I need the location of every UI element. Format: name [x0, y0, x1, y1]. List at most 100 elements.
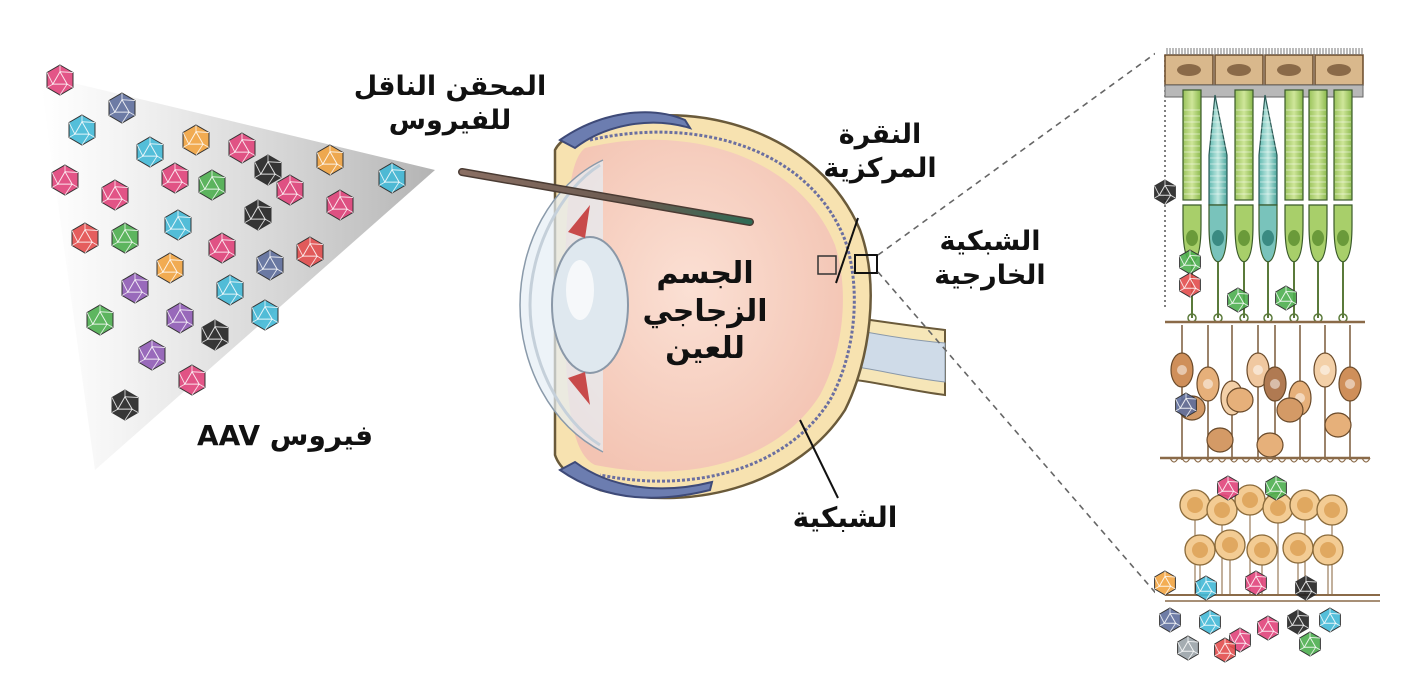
zoom-line-top	[877, 49, 1161, 256]
aav-virus-icon	[1175, 392, 1197, 418]
aav-virus-icon	[296, 236, 324, 268]
aav-virus-icon	[1319, 607, 1341, 633]
aav-label: فيروس AAV	[190, 418, 380, 453]
ganglion-cell	[1234, 484, 1266, 595]
amacrine-cell	[1206, 427, 1234, 453]
aav-virus-icon	[201, 319, 229, 351]
aav-virus-icon	[1214, 637, 1236, 663]
aav-virus-icon	[228, 132, 256, 164]
outer-retina-detail	[1154, 40, 1385, 663]
amacrine-cell	[1226, 387, 1254, 413]
zoom-line-bottom	[877, 271, 1161, 599]
aav-virus-icon	[1177, 635, 1199, 661]
outer-retina-label-line1: الشبكية	[939, 226, 1041, 257]
eye-cross-section	[519, 111, 946, 500]
vitreous-label-line3: للعين	[665, 331, 745, 366]
aav-virus-icon	[216, 274, 244, 306]
aav-virus-icon	[46, 64, 74, 96]
vitreous-label-line2: الزجاجي	[642, 293, 768, 329]
aav-virus-icon	[178, 364, 206, 396]
ganglion-cell	[1282, 532, 1314, 595]
aav-virus-icon	[182, 124, 210, 156]
retina-leader	[799, 419, 839, 499]
aav-label-text: فيروس AAV	[196, 419, 374, 452]
aav-virus-icon	[111, 222, 139, 254]
aav-virus-icon	[161, 162, 189, 194]
retina-label: الشبكية	[775, 500, 915, 535]
aav-virus-icon	[1287, 609, 1309, 635]
ciliary-body-lower	[568, 372, 590, 405]
aav-virus-icon	[138, 339, 166, 371]
ganglion-cell	[1206, 494, 1238, 595]
rod-cell	[1234, 89, 1254, 323]
aav-virus-icon	[1227, 287, 1249, 313]
rpe-cell	[1314, 54, 1364, 86]
ganglion-cell	[1184, 534, 1216, 595]
amacrine-cell	[1276, 397, 1304, 423]
aav-virus-icon	[51, 164, 79, 196]
aav-virus-icon	[71, 222, 99, 254]
syringe-label-line1: المحقن الناقل	[353, 71, 547, 102]
aav-virus-icon	[111, 389, 139, 421]
aav-virus-icon	[164, 209, 192, 241]
syringe-label-line2: للفيروس	[388, 104, 512, 136]
bipolar-cell	[1338, 325, 1362, 460]
aav-virus-icon	[156, 252, 184, 284]
aav-virus-icon	[1154, 179, 1176, 205]
fovea-label-line2: المركزية	[823, 152, 937, 184]
aav-virus-icon	[68, 114, 96, 146]
fovea-label-line1: النقرة	[838, 119, 922, 150]
aav-virus-icon	[1154, 570, 1176, 596]
ganglion-cell	[1214, 529, 1246, 595]
bipolar-cell	[1313, 325, 1337, 460]
upper-eyelid	[558, 111, 693, 150]
aav-virus-icon	[208, 232, 236, 264]
aav-virus-icon	[1159, 607, 1181, 633]
aav-virus-icon	[1257, 615, 1279, 641]
rod-cell	[1284, 89, 1304, 323]
aav-virus-icon	[244, 199, 272, 231]
fovea-label: النقرة المركزية	[820, 118, 940, 186]
ganglion-cell	[1312, 534, 1344, 595]
retina-label-text: الشبكية	[792, 501, 898, 534]
aav-virus-icon	[1217, 475, 1239, 501]
aav-virus-icon	[326, 189, 354, 221]
aav-virus-icon	[86, 304, 114, 336]
injection-needle	[458, 168, 754, 226]
amacrine-cell	[1256, 432, 1284, 458]
aav-virus-icon	[256, 249, 284, 281]
aav-virus-icon	[276, 174, 304, 206]
vitreous-body	[565, 139, 843, 472]
aav-virus-icon	[198, 169, 226, 201]
aav-virus-icon	[108, 92, 136, 124]
ganglion-cell	[1262, 492, 1294, 595]
vitreous-label: الجسم الزجاجي للعين	[630, 255, 780, 368]
aav-virus-icon	[254, 154, 282, 186]
bipolar-cell	[1170, 325, 1194, 460]
cone-cell	[1208, 94, 1228, 323]
aav-virus-icon	[1199, 609, 1221, 635]
bipolar-cell	[1263, 325, 1287, 460]
outer-retina-label-line2: الخارجية	[934, 259, 1046, 291]
aav-virus-icon	[1245, 570, 1267, 596]
aav-virus-icon	[1179, 249, 1201, 275]
aav-virus-icon	[101, 179, 129, 211]
fovea-box-small	[817, 255, 837, 275]
aav-virus-icon	[136, 136, 164, 168]
amacrine-cell	[1324, 412, 1352, 438]
syringe-label: المحقن الناقل للفيروس	[345, 70, 555, 138]
rod-cell	[1333, 89, 1353, 323]
virus-spray-cone	[40, 75, 435, 470]
aav-virus-icon	[1179, 272, 1201, 298]
aav-virus-icon	[166, 302, 194, 334]
aav-virus-icon	[378, 162, 406, 194]
aav-virus-icon	[121, 272, 149, 304]
cone-cell	[1258, 94, 1278, 323]
aav-virus-icon	[1295, 575, 1317, 601]
vitreous-label-line1: الجسم	[656, 256, 754, 291]
aav-virus-icon	[316, 144, 344, 176]
aav-particles	[46, 64, 406, 421]
ciliary-body-upper	[568, 205, 590, 238]
fovea-leader	[835, 217, 859, 284]
